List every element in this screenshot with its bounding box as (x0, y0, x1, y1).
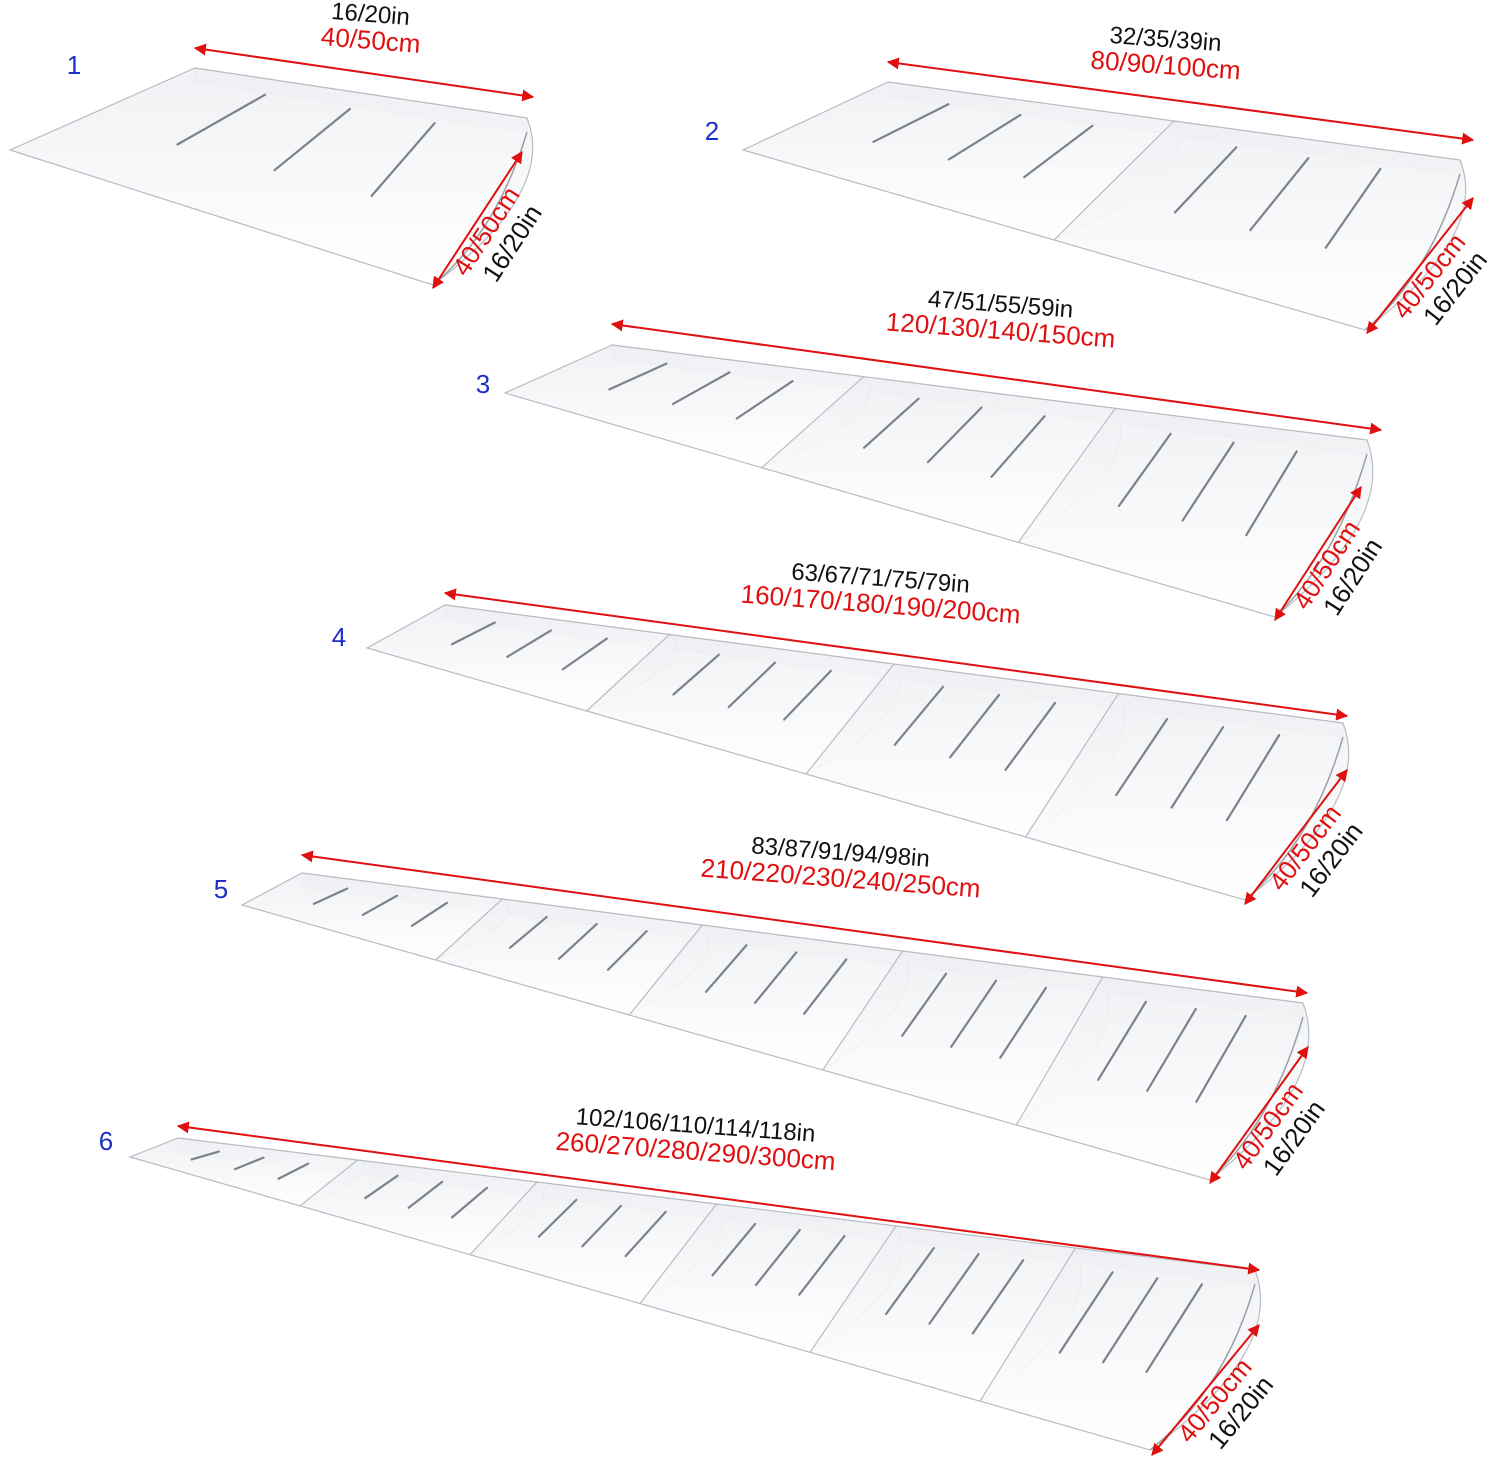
support-bracket-icon (1117, 432, 1172, 508)
width-dimension-arrow-icon (886, 57, 1475, 145)
awning-number-label: 4 (332, 622, 346, 652)
support-bracket-icon (1173, 146, 1238, 214)
support-bracket-icon (1097, 1000, 1147, 1081)
depth-dimension-arrow-icon (432, 150, 523, 290)
support-bracket-icon (176, 93, 267, 146)
width-dimension-arrow-icon (610, 319, 1383, 435)
support-bracket-icon (1245, 450, 1298, 537)
support-bracket-icon (1058, 1271, 1114, 1354)
width-dimension-arrow-icon (176, 1121, 1261, 1275)
awning-number-label: 1 (67, 50, 81, 80)
width-inches-label: 16/20in (330, 0, 411, 31)
support-bracket-icon (1181, 441, 1235, 522)
width-dimension-arrow-icon (193, 43, 535, 102)
support-bracket-icon (1115, 717, 1169, 797)
awning-item-3: 47/51/55/59in120/130/140/150cm40/50cm16/… (476, 286, 1388, 622)
awning-item-5: 83/87/91/94/98in210/220/230/240/250cm40/… (214, 832, 1331, 1184)
awning-number-label: 2 (705, 116, 719, 146)
support-bracket-icon (1324, 167, 1382, 249)
awning-number-label: 6 (99, 1126, 113, 1156)
support-bracket-icon (999, 986, 1048, 1059)
awning-item-4: 63/67/71/75/79in160/170/180/190/200cm40/… (332, 558, 1369, 905)
width-dimension-arrow-icon (443, 588, 1349, 721)
support-bracket-icon (273, 107, 351, 172)
support-bracket-icon (1170, 725, 1225, 809)
depth-dimension-arrow-icon (1151, 1324, 1260, 1456)
width-dimension-arrow-icon (300, 850, 1309, 998)
support-bracket-icon (370, 122, 436, 197)
awning-item-6: 102/106/110/114/118in260/270/280/290/300… (99, 1103, 1279, 1456)
awning-number-label: 3 (476, 369, 490, 399)
depth-dimension-arrow-icon (1366, 197, 1474, 334)
support-bracket-icon (1101, 1277, 1159, 1364)
support-bracket-icon (1146, 1007, 1197, 1092)
support-bracket-icon (1249, 156, 1310, 232)
awning-number-label: 5 (214, 874, 228, 904)
